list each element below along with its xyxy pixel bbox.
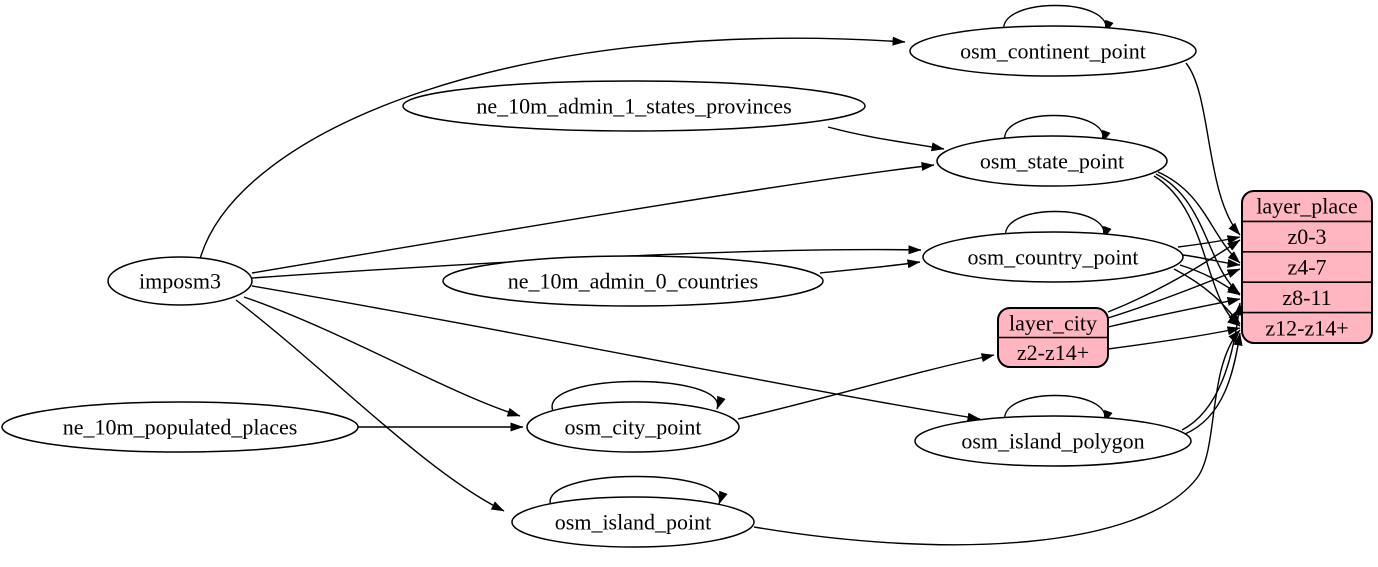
osm_island_polygon-shape xyxy=(914,415,1192,467)
self-loop-osm_country_point xyxy=(1004,210,1112,242)
imposm3-label: imposm3 xyxy=(139,269,221,294)
ne_10m_populated_places-shape xyxy=(1,401,359,453)
edge-osm_state_point-to-layer_place-z8-11 xyxy=(1155,173,1241,295)
osm_island_polygon-label: osm_island_polygon xyxy=(961,429,1144,454)
edge-imposm3-to-osm_island_polygon xyxy=(251,285,981,422)
node-osm_continent_point: osm_continent_point xyxy=(909,25,1197,77)
osm_country_point-label: osm_country_point xyxy=(967,245,1138,270)
layer_place-row-z4-7: z4-7 xyxy=(1287,255,1326,280)
layer_place-row-z0-3: z0-3 xyxy=(1287,224,1326,249)
node-osm_city_point: osm_city_point xyxy=(526,401,740,453)
ne_10m_admin_1_states_provinces-label: ne_10m_admin_1_states_provinces xyxy=(476,94,791,119)
edge-imposm3-to-osm_state_point xyxy=(251,161,935,274)
edge-osm_country_point-to-layer_place-z8-11 xyxy=(1179,264,1241,296)
edge-osm_state_point-to-layer_place-z12-z14+ xyxy=(1153,175,1241,327)
self-loop-osm_continent_point xyxy=(1002,4,1114,36)
node-ne_10m_populated_places: ne_10m_populated_places xyxy=(1,401,359,453)
ne_10m_admin_0_countries-shape xyxy=(442,255,824,307)
ne_10m_admin_1_states_provinces-shape xyxy=(402,80,866,132)
osm_island_point-shape xyxy=(511,496,755,548)
osm_continent_point-shape xyxy=(909,25,1197,77)
edge-osm_country_point-to-layer_place-z0-3 xyxy=(1177,235,1241,248)
node-osm_state_point: osm_state_point xyxy=(936,135,1168,187)
edge-imposm3-to-osm_continent_point xyxy=(199,36,906,260)
edge-ne_10m_admin_0_countries-to-osm_country_point xyxy=(819,259,921,274)
layer_place-row-title: layer_place xyxy=(1256,194,1357,219)
osm_island_point-label: osm_island_point xyxy=(555,510,711,535)
self-loop-osm_island_polygon xyxy=(1003,394,1113,426)
edge-osm_continent_point-to-layer_place-z0-3 xyxy=(1185,62,1241,236)
layer_place-shape xyxy=(1241,190,1373,344)
edge-layer_city-to-layer_place-z4-7 xyxy=(1107,268,1241,319)
edge-imposm3-to-osm_island_point xyxy=(235,299,505,512)
node-osm_country_point: osm_country_point xyxy=(922,231,1184,283)
osm_state_point-label: osm_state_point xyxy=(980,149,1124,174)
self-loop-osm_state_point xyxy=(1003,114,1111,146)
osm_continent_point-label: osm_continent_point xyxy=(960,39,1146,64)
ne_10m_admin_0_countries-label: ne_10m_admin_0_countries xyxy=(508,269,759,294)
edge-osm_state_point-to-layer_place-z4-7 xyxy=(1157,171,1241,264)
edge-osm_city_point-to-layer_city-z2-z14+ xyxy=(737,353,995,420)
ne_10m_populated_places-label: ne_10m_populated_places xyxy=(63,415,298,440)
edge-osm_island_polygon-to-layer_place-z12-z14+ xyxy=(1184,332,1243,435)
layer_place-row-z8-11: z8-11 xyxy=(1282,285,1331,310)
layer_city-row-z2-z14+: z2-z14+ xyxy=(1017,340,1089,365)
edge-osm_country_point-to-layer_place-z4-7 xyxy=(1182,254,1241,268)
node-ne_10m_admin_0_countries: ne_10m_admin_0_countries xyxy=(442,255,824,307)
osm_state_point-shape xyxy=(936,135,1168,187)
edge-ne_10m_admin_1_states_provinces-to-osm_state_point xyxy=(827,126,945,152)
layer_city-row-title: layer_city xyxy=(1009,310,1097,335)
edge-layer_city-to-layer_place-z8-11 xyxy=(1107,297,1241,328)
imposm3-shape xyxy=(107,256,253,306)
self-loop-osm_city_point xyxy=(551,380,726,412)
edge-osm_island_polygon-to-layer_place-z8-11 xyxy=(1181,302,1243,431)
layer_place-row-z12-z14+: z12-z14+ xyxy=(1265,315,1348,340)
node-layer_city: layer_city z2-z14+ xyxy=(997,307,1109,368)
self-loop-osm_island_point xyxy=(549,475,728,507)
node-layer_place: layer_place z0-3 z4-7 z8-11 z12-z14+ xyxy=(1241,190,1373,344)
osm_city_point-label: osm_city_point xyxy=(565,415,702,440)
osm_city_point-shape xyxy=(526,401,740,453)
node-osm_island_polygon: osm_island_polygon xyxy=(914,415,1192,467)
osm_country_point-shape xyxy=(922,231,1184,283)
edge-imposm3-to-osm_city_point xyxy=(243,296,521,417)
edge-osm_island_point-to-layer_place-z12-z14+ xyxy=(753,329,1241,546)
node-imposm3: imposm3 xyxy=(107,256,253,306)
node-osm_island_point: osm_island_point xyxy=(511,496,755,548)
edge-layer_city-to-layer_place-z0-3 xyxy=(1107,239,1241,313)
node-ne_10m_admin_1_states_provinces: ne_10m_admin_1_states_provinces xyxy=(402,80,866,132)
